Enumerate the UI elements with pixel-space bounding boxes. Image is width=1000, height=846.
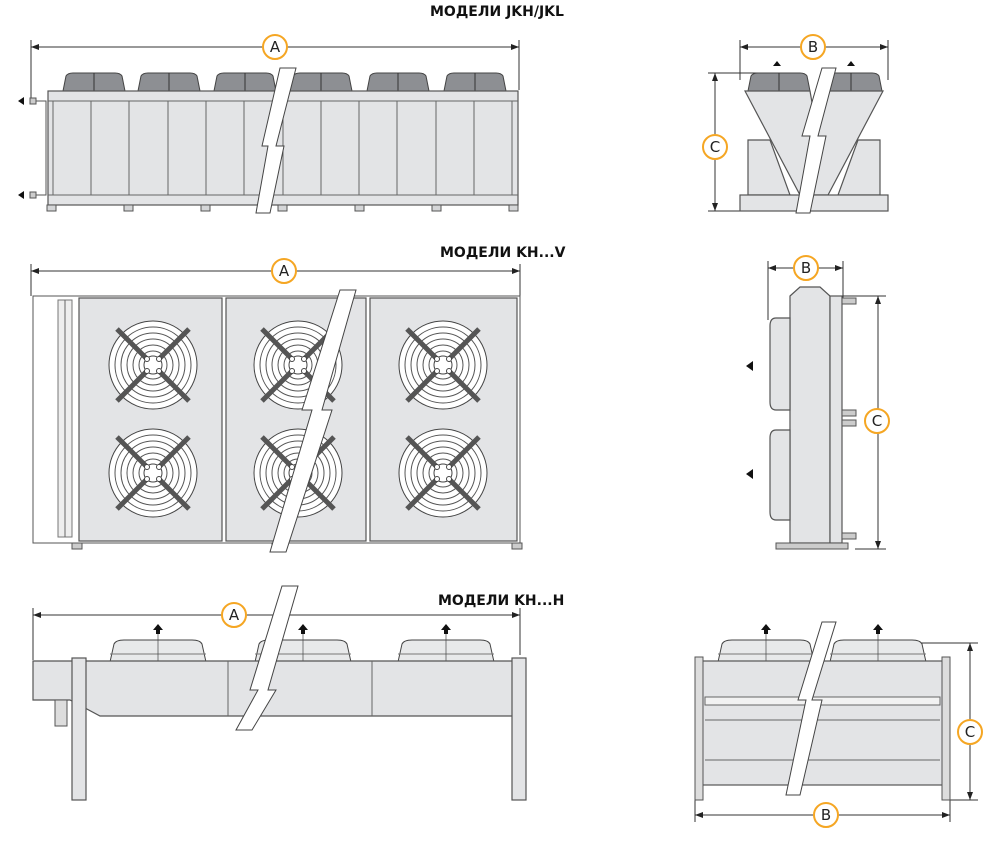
khh-front-view: A (32, 585, 527, 801)
khv-side-view: B C (746, 255, 890, 550)
jkh-side-view: B C (702, 34, 889, 214)
dim-a-label-2: A (279, 262, 290, 280)
dim-a-label-1: A (270, 38, 281, 56)
title-kh-h: МОДЕЛИ KH...H (438, 593, 564, 609)
jkh-front-view: A (18, 34, 520, 214)
dim-a-label-3: A (229, 606, 240, 624)
title-jkh-jkl: МОДЕЛИ JKH/JKL (430, 4, 564, 20)
dim-c-label-3: C (965, 723, 975, 741)
khh-side-view: C B (694, 621, 983, 828)
dim-c-label-2: C (872, 412, 882, 430)
dim-b-label-3: B (821, 806, 831, 824)
dim-c-label-1: C (710, 138, 720, 156)
khv-front-view: A (30, 258, 523, 553)
dim-b-label-1: B (808, 38, 818, 56)
title-kh-v: МОДЕЛИ KH...V (440, 245, 566, 261)
dim-b-label-2: B (801, 259, 811, 277)
